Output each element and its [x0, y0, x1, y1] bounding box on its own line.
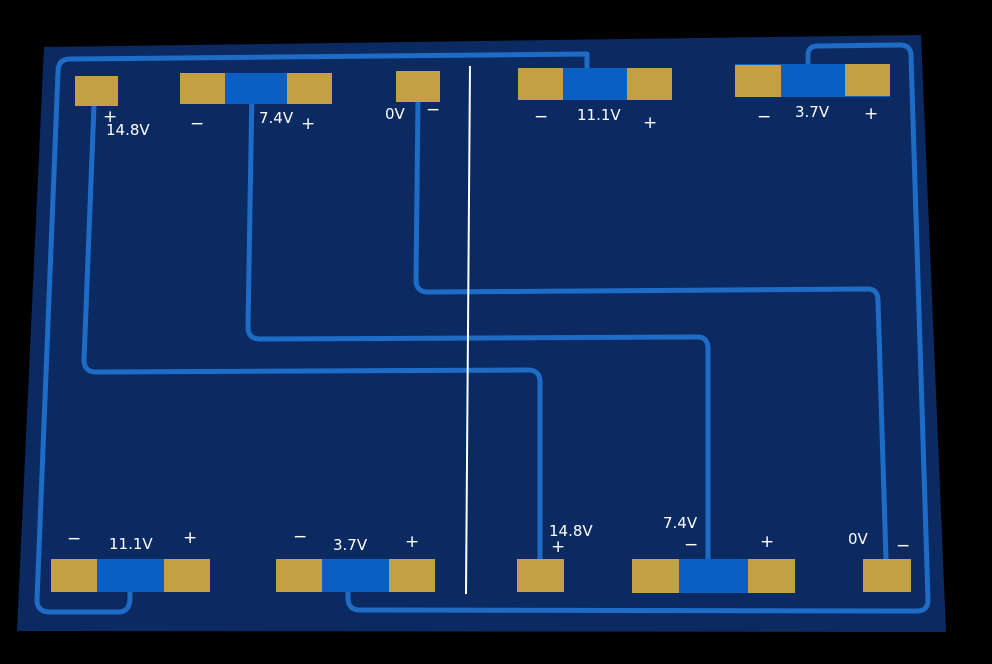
bottom-14v8-plus-label: +	[551, 537, 566, 557]
bottom-cell-11v1-neg-pad	[51, 559, 97, 592]
bottom-cell-11v1-pos-pad	[164, 559, 210, 592]
bottom-14v8-voltage-label: 14.8V	[549, 522, 593, 540]
top-7v4-voltage-label: 7.4V	[259, 109, 294, 127]
trace-outer-left	[34, 51, 590, 615]
bottom-cell-7v4-neg-pad	[632, 559, 679, 593]
bottom-cell-3v7-pos-pad	[389, 559, 435, 592]
top-7v4-minus-label: −	[190, 114, 205, 134]
top-0v-minus-label: −	[426, 100, 441, 120]
bottom-7v4-plus-label: +	[760, 532, 775, 552]
top-pad-14v8	[75, 76, 118, 106]
top-0v-voltage-label: 0V	[385, 105, 405, 123]
top-cell-11v1-neg-pad	[518, 68, 563, 100]
top-cell-7v4	[180, 73, 332, 104]
top-cell-11v1	[518, 68, 672, 100]
top-cell-7v4-neg-pad	[180, 73, 225, 104]
top-7v4-plus-label: +	[301, 114, 316, 134]
bottom-cell-11v1	[51, 559, 210, 592]
top-14v8-plus-label: +	[103, 107, 118, 127]
top-cell-11v1-pos-pad	[627, 68, 672, 100]
bottom-cell-3v7-neg-pad	[276, 559, 322, 592]
bottom-pad-0v	[863, 559, 911, 592]
top-cell-3v7	[735, 64, 890, 97]
trace-0v	[413, 97, 889, 563]
top-pad-0v	[396, 71, 440, 102]
center-divider	[465, 65, 471, 595]
top-cell-7v4-pos-pad	[287, 73, 332, 104]
top-cell-3v7-neg-pad	[735, 65, 781, 97]
bottom-7v4-voltage-label: 7.4V	[663, 514, 698, 532]
top-11v1-plus-label: +	[643, 113, 658, 133]
bottom-cell-7v4-pos-pad	[748, 559, 795, 593]
top-3v7-voltage-label: 3.7V	[795, 103, 830, 121]
trace-7v4	[245, 85, 711, 563]
bottom-pad-14v8	[517, 559, 564, 592]
bottom-3v7-minus-label: −	[293, 527, 308, 547]
trace-outer-right	[345, 42, 931, 614]
top-11v1-voltage-label: 11.1V	[577, 106, 621, 124]
trace-14v8	[81, 102, 543, 563]
bottom-0v-voltage-label: 0V	[848, 530, 868, 548]
top-14v8-voltage-label: 14.8V	[106, 121, 150, 139]
bottom-11v1-voltage-label: 11.1V	[109, 535, 153, 553]
bottom-11v1-minus-label: −	[67, 529, 82, 549]
top-cell-3v7-pos-pad	[845, 64, 890, 96]
top-11v1-minus-label: −	[534, 107, 549, 127]
bottom-cell-3v7	[276, 559, 435, 592]
bottom-cell-7v4	[632, 559, 795, 593]
top-3v7-plus-label: +	[864, 104, 879, 124]
top-3v7-minus-label: −	[757, 107, 772, 127]
bottom-7v4-minus-label: −	[684, 535, 699, 555]
bottom-3v7-voltage-label: 3.7V	[333, 536, 368, 554]
bottom-0v-minus-label: −	[896, 536, 911, 556]
bottom-3v7-plus-label: +	[405, 532, 420, 552]
bottom-11v1-plus-label: +	[183, 528, 198, 548]
pcb-board	[17, 35, 946, 632]
